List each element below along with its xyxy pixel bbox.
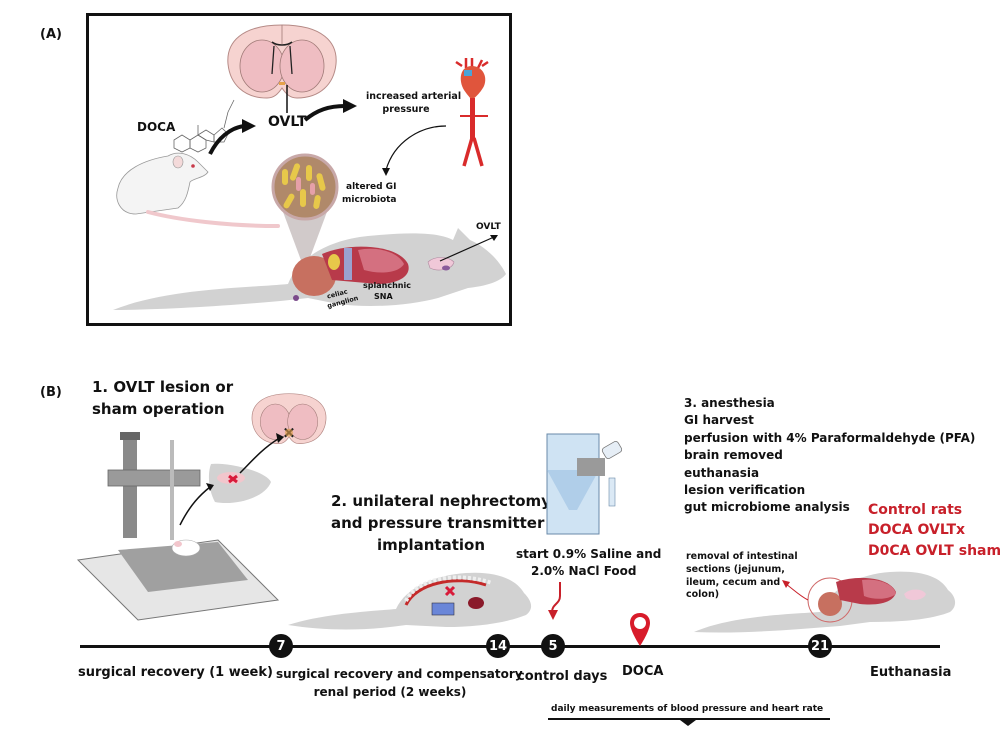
step1-line2: sham operation [92, 400, 225, 418]
doca-molecule-icon [173, 99, 235, 153]
day-marker-7: 7 [269, 634, 293, 658]
period-2-label-line2: renal period (2 weeks) [313, 685, 467, 699]
period-2-label-line1: surgical recovery and compensatory [276, 667, 523, 681]
step3-list: 3. anesthesia GI harvest perfusion with … [684, 395, 975, 517]
group-doca-ovltx: DOCA OVLTx [868, 522, 966, 539]
ovlt-rat-arrow [439, 235, 498, 262]
period-4-label: Euthanasia [870, 665, 952, 680]
nephrectomy-rat-illustration [288, 572, 532, 630]
panel-a-label: (A) [40, 27, 62, 42]
white-rat-illustration [116, 152, 280, 228]
saline-start-arrow [548, 582, 561, 620]
step3-item: perfusion with 4% Paraformaldehyde (PFA) [684, 430, 976, 445]
step3-item: gut microbiome analysis [684, 500, 850, 515]
pressure-label-line1: increased arterial [366, 91, 462, 102]
saline-label-line1: start 0.9% Saline and [516, 547, 662, 561]
step2-line1: 2. unilateral nephrectomy [331, 492, 551, 510]
pressure-to-gi-arrow [382, 125, 447, 176]
day-marker-21: 21 [808, 634, 832, 658]
removal-line: sections (jejunum, [686, 563, 785, 575]
measurements-bracket [548, 718, 830, 726]
experimental-groups: Control rats DOCA OVLTx D0CA OVLT sham [868, 500, 1001, 561]
step2-line3: implantation [376, 536, 486, 554]
doca-location-pin-icon [630, 613, 650, 646]
removal-line: colon) [686, 589, 720, 601]
step2-line2: and pressure transmitter [331, 514, 545, 532]
step3-item: lesion verification [684, 482, 806, 497]
lesion-inset-rat [208, 463, 271, 504]
rat-silhouette-organs [113, 228, 506, 310]
period-1-label: surgical recovery (1 week) [78, 665, 273, 680]
sna-label-line2: SNA [374, 292, 393, 301]
brain-section-illustration [227, 24, 337, 99]
removal-text: removal of intestinal sections (jejunum,… [686, 551, 798, 602]
brain-lesion-illustration [251, 393, 327, 444]
gi-label-line1: altered GI [346, 182, 397, 192]
step3-item: euthanasia [684, 465, 760, 480]
step3-item: GI harvest [684, 413, 754, 428]
ovlt-to-pressure-arrow [303, 99, 357, 122]
step1-line1: 1. OVLT lesion or [92, 378, 234, 396]
doca-label: DOCA [137, 120, 176, 134]
day-marker-14: 14 [486, 634, 510, 658]
timeline-axis [80, 645, 940, 648]
measurements-label: daily measurements of blood pressure and… [551, 704, 824, 714]
pressure-label-line2: pressure [382, 104, 430, 115]
gi-label-line2: microbiota [342, 195, 397, 205]
saline-label-line2: 2.0% NaCl Food [531, 564, 637, 578]
stereotaxic-frame-illustration [76, 432, 280, 621]
group-control: Control rats [868, 502, 963, 518]
removal-line: removal of intestinal [686, 551, 798, 562]
period-3-label: control days [517, 669, 608, 684]
doca-timeline-label: DOCA [622, 664, 664, 679]
lesion-arrows [179, 433, 284, 526]
doca-to-ovlt-arrow [208, 119, 256, 155]
ovlt-pointer-line [286, 85, 288, 113]
metabolic-cage-illustration [546, 433, 623, 535]
step3-item: 3. anesthesia [684, 396, 775, 410]
ovlt-brain-label: OVLT [268, 114, 307, 130]
step3-item: brain removed [684, 448, 783, 463]
ovlt-rat-label: OVLT [476, 222, 501, 232]
sna-label-line1: splanchnic [363, 281, 411, 290]
heart-aorta-illustration [455, 58, 489, 167]
panel-b-label: (B) [40, 385, 62, 400]
group-doca-sham: D0CA OVLT sham [868, 542, 1002, 559]
removal-line: ileum, cecum and [686, 576, 781, 588]
day-marker-5: 5 [541, 634, 565, 658]
euthanasia-rat-illustration [694, 571, 956, 633]
microbiota-magnifier [271, 153, 339, 271]
